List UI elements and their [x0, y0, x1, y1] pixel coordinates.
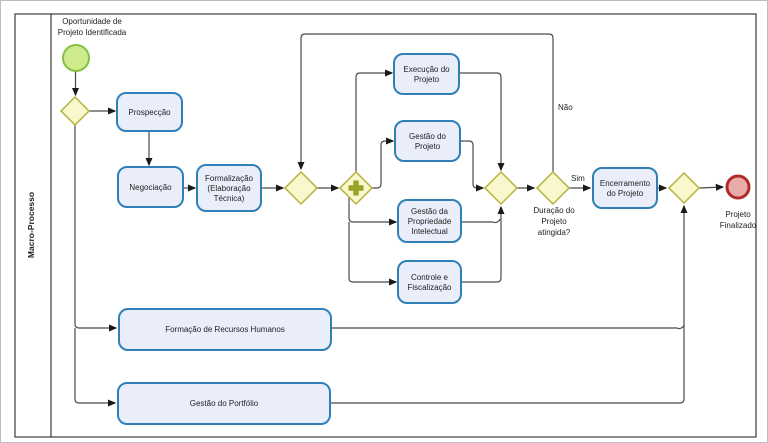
flow-gateway1-to-portfolio — [74, 328, 117, 407]
task-formacao-rh[interactable] — [118, 308, 332, 351]
flow-parallel-to-execucao — [355, 69, 394, 172]
task-controle-label: Fiscalização — [407, 283, 452, 292]
flow-formacao-to-finalgw — [331, 324, 685, 330]
task-negociacao-label: Negociação — [129, 183, 172, 192]
task-formalizacao[interactable] — [196, 164, 262, 212]
gateway-decision-duracao[interactable] — [535, 170, 571, 206]
task-controle[interactable] — [397, 260, 462, 304]
flow-parallel-to-controle — [348, 222, 398, 286]
flow-execucao-to-merge — [459, 72, 505, 172]
task-gestao-projeto-label: Gestão do — [409, 132, 446, 141]
task-encerramento-label: Encerramento — [600, 179, 651, 188]
parallel-plus-icon — [348, 180, 364, 196]
decision-question-label: atingida? — [538, 228, 571, 237]
task-formacao-rh-label: Formação de Recursos Humanos — [165, 325, 285, 334]
task-prospeccao[interactable] — [116, 92, 183, 132]
task-encerramento-label: do Projeto — [607, 189, 644, 198]
start-event-label: Projeto Identificada — [58, 28, 127, 37]
task-gestao-portfolio[interactable] — [117, 382, 331, 425]
flow-gestao-projeto-to-merge — [460, 140, 485, 192]
flow-parallel-to-propriedade — [348, 197, 398, 226]
task-gestao-propriedade-label: Propriedade — [408, 217, 452, 226]
decision-question-label: Duração do — [533, 206, 575, 215]
gateway-start-split[interactable] — [59, 95, 91, 127]
decision-question-label: Projeto — [541, 217, 567, 226]
nao-branch-label: Não — [558, 103, 573, 112]
flow-parallel-to-gestao-projeto — [372, 137, 395, 189]
pool-border — [14, 13, 757, 438]
end-event[interactable] — [725, 174, 751, 200]
task-gestao-propriedade[interactable] — [397, 199, 462, 243]
gateway-parallel-join[interactable] — [483, 170, 519, 206]
task-encerramento[interactable] — [592, 167, 658, 209]
task-formalizacao-label: Técnica) — [214, 194, 245, 203]
lane-title: Macro-Processo — [26, 192, 36, 258]
start-event[interactable] — [62, 44, 90, 72]
task-formalizacao-label: Formalização — [205, 174, 254, 183]
task-negociacao[interactable] — [117, 166, 184, 208]
task-execucao[interactable] — [393, 53, 460, 95]
task-execucao-label: Execução do — [403, 65, 450, 74]
task-gestao-propriedade-label: Intelectual — [411, 227, 448, 236]
sim-branch-label: Sim — [571, 174, 585, 183]
flow-controle-to-merge — [461, 205, 505, 283]
flow-gateway1-to-formacao — [74, 125, 118, 332]
task-gestao-portfolio-label: Gestão do Portfólio — [190, 399, 259, 408]
flow-decision-nao-loop — [297, 33, 554, 172]
task-gestao-propriedade-label: Gestão da — [411, 207, 448, 216]
task-prospeccao-label: Prospecção — [128, 108, 171, 117]
start-event-label: Oportunidade de — [62, 17, 122, 26]
gateway-final-join[interactable] — [667, 171, 701, 205]
flow-propriedade-to-merge — [461, 218, 501, 224]
task-gestao-projeto-label: Projeto — [415, 142, 441, 151]
flow-finalgw-to-end — [698, 183, 725, 191]
task-formalizacao-label: (Elaboração — [207, 184, 251, 193]
task-execucao-label: Projeto — [414, 75, 440, 84]
end-event-label: Projeto — [725, 210, 751, 219]
end-event-label: Finalizado — [720, 221, 757, 230]
flow-portfolio-to-finalgw — [330, 204, 688, 404]
gateway-merge-loop[interactable] — [283, 170, 319, 206]
task-gestao-projeto[interactable] — [394, 120, 461, 162]
task-controle-label: Controle e — [411, 273, 448, 282]
